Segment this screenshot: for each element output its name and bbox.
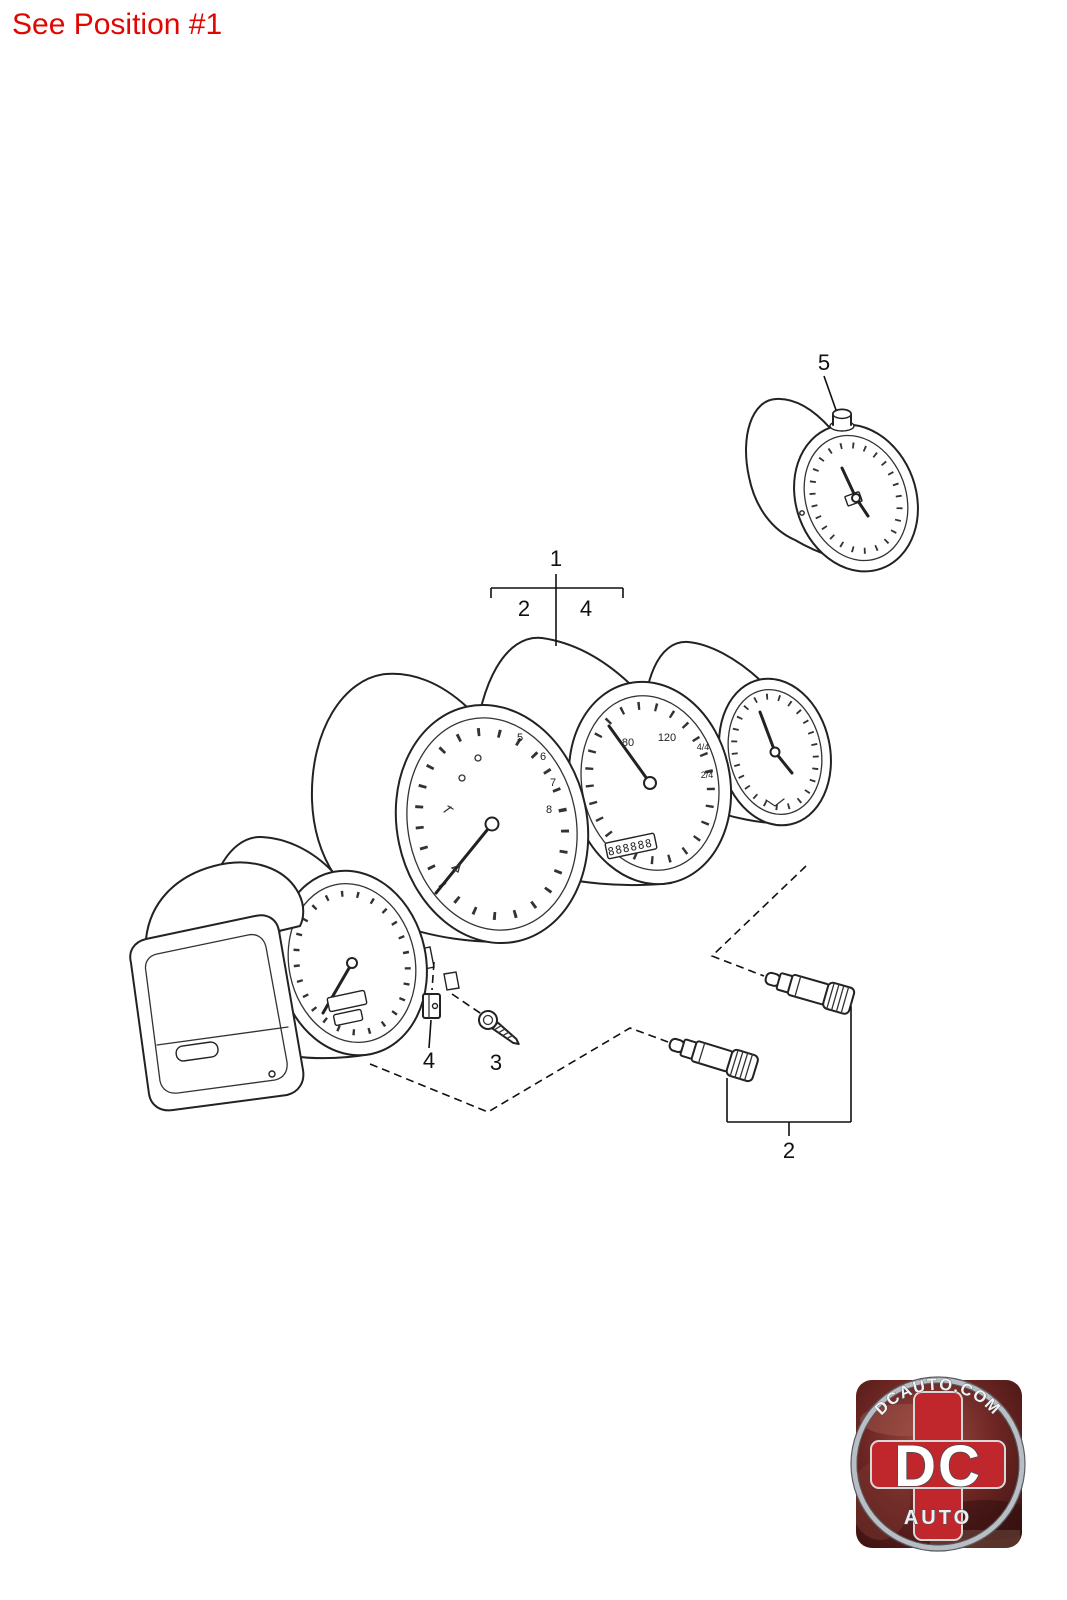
screw: [478, 1010, 520, 1046]
logo-initials: DC: [894, 1434, 982, 1499]
logo-word: AUTO: [904, 1507, 972, 1529]
retaining-clip: [422, 993, 441, 1019]
callout-label-5: 5: [818, 350, 830, 375]
callout-clip: 4: [423, 1019, 435, 1073]
callout-assembly: 1 2 4: [490, 546, 624, 646]
dc-auto-logo: DCAUTO.COM DC AUTO: [850, 1375, 1026, 1552]
callout-label-1: 1: [550, 546, 562, 571]
position-note: See Position #1: [12, 8, 223, 41]
leader-lines-dashed: [369, 865, 807, 1113]
callout-bulbs: 2: [726, 1006, 852, 1163]
logo-cross: [870, 1391, 1006, 1541]
dial-digit: 120: [658, 732, 676, 744]
callout-chronometer: 5: [818, 350, 837, 411]
warning-symbols: [443, 754, 482, 874]
instrument-cluster: 888888 80 120 4/4 2/4 5 6 7 8: [129, 636, 832, 1112]
dial-digit: 8: [546, 804, 552, 816]
info-pod: [129, 861, 305, 1112]
dial-digit: 5: [517, 732, 523, 744]
dial-digit: 7: [550, 777, 556, 789]
callout-screw: 3: [490, 1050, 502, 1075]
dial-fraction: 4/4: [697, 742, 710, 752]
callout-label-2-top: 2: [518, 596, 530, 621]
callout-label-4: 4: [423, 1048, 435, 1073]
dial-fraction: 2/4: [701, 770, 714, 780]
dial-digit: 80: [622, 737, 634, 749]
callout-label-3: 3: [490, 1050, 502, 1075]
dial-digit: 6: [540, 751, 546, 763]
bulb-socket-lower: [668, 1037, 759, 1083]
callout-label-2-bottom: 2: [783, 1138, 795, 1163]
bulb-socket-upper: [764, 971, 856, 1015]
chronometer-gauge: [745, 397, 919, 573]
reset-knob: [829, 408, 855, 432]
callout-label-4-top: 4: [580, 596, 592, 621]
